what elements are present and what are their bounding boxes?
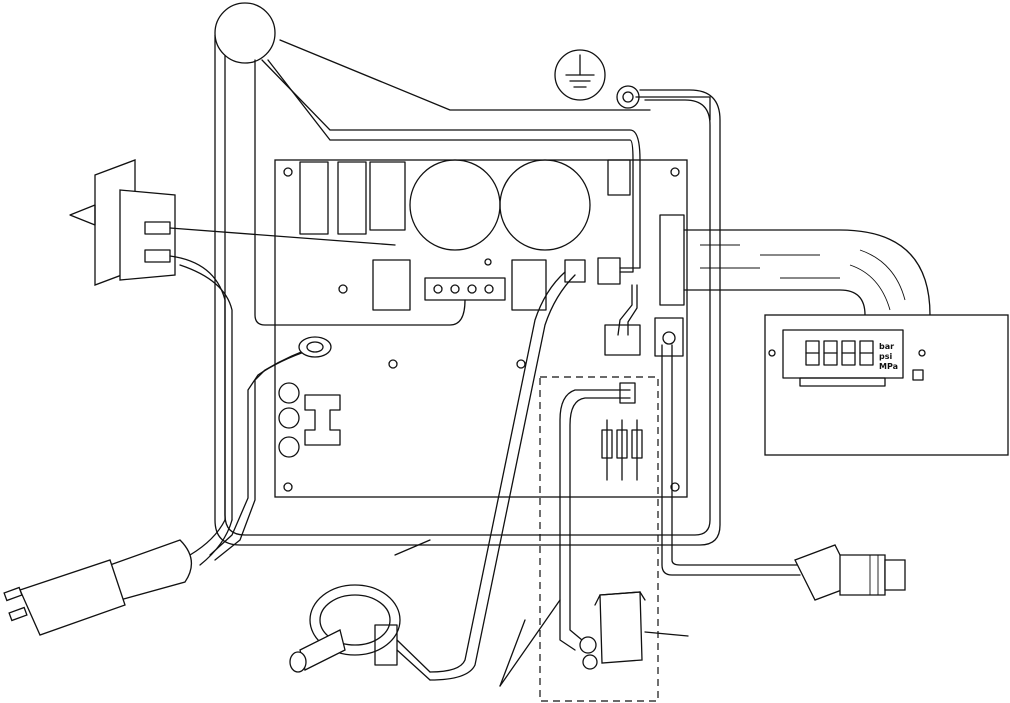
unit-label-bar: bar: [879, 342, 894, 351]
unit-label-psi: psi: [879, 352, 892, 361]
pressure-sensor: [795, 545, 905, 600]
ground-icon: [555, 50, 605, 100]
power-plug: [4, 520, 232, 635]
ribbon-cable: [684, 230, 930, 315]
auxiliary-switch: [580, 592, 688, 669]
motor-circle: [215, 3, 275, 63]
digital-display-module: bar psi MPa: [765, 315, 1008, 455]
potentiometer: [290, 585, 430, 680]
cable-clamp: [299, 337, 331, 357]
unit-label-mpa: MPa: [879, 362, 898, 371]
main-circuit-board: [275, 160, 687, 497]
power-switch: [70, 160, 175, 285]
leader-lines: [395, 540, 560, 686]
